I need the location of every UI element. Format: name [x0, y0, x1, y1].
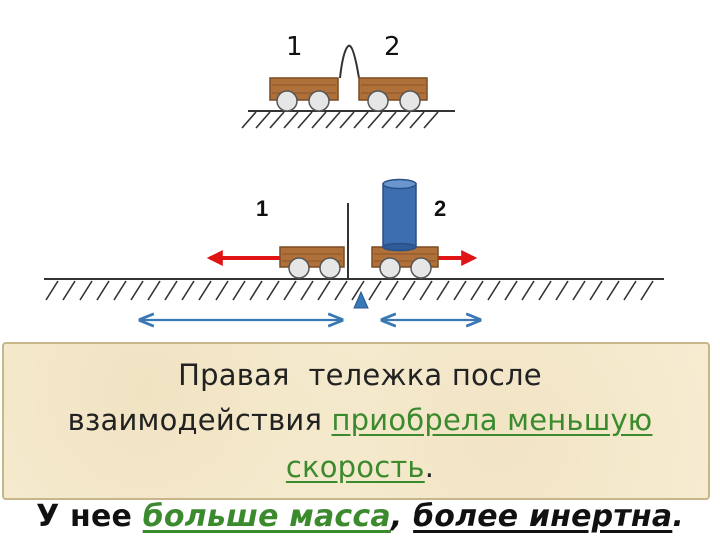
- bottom-cart-2-wheel: [410, 257, 432, 279]
- top-ground-hatching: [241, 111, 439, 129]
- line4-start: У нее: [36, 499, 143, 534]
- line4-highlight: больше масса: [142, 499, 391, 534]
- line2-highlight: приобрела меньшую: [331, 403, 653, 437]
- explanation-box: [2, 342, 710, 500]
- bottom-cart-2-wheel: [379, 257, 401, 279]
- line4-comma: ,: [390, 499, 414, 534]
- bottom-cart-2: [371, 246, 439, 279]
- top-cart-2-wheel: [399, 90, 421, 112]
- top-diagram: [241, 44, 455, 129]
- top-cart-1: [269, 77, 339, 112]
- line3-highlight: скорость: [285, 450, 425, 484]
- bottom-ground-hatching: [45, 280, 654, 301]
- bottom-cart-1: [279, 246, 345, 279]
- line3-end: .: [424, 450, 435, 484]
- top-cart-1-wheel: [276, 90, 298, 112]
- compressed-spring: [339, 44, 360, 79]
- top-cart-2-label: 2: [384, 32, 401, 62]
- bottom-cart-2-label: 2: [434, 196, 447, 221]
- top-cart-2: [358, 77, 428, 112]
- bottom-cart-1-label: 1: [256, 196, 269, 221]
- pivot-triangle: [353, 290, 369, 309]
- explanation-line-1: Правая тележка после: [0, 358, 720, 392]
- line4-italic: более инертна: [413, 499, 673, 534]
- top-cart-1-wheel: [308, 90, 330, 112]
- top-cart-1-label: 1: [286, 32, 303, 62]
- explanation-line-2: взаимодействия приобрела меньшую: [0, 403, 720, 437]
- bottom-cart-1-wheel: [288, 257, 310, 279]
- conclusion-line: У нее больше масса, более инертна.: [0, 499, 720, 534]
- line1-text: Правая тележка после: [178, 358, 542, 392]
- explanation-line-3: скорость.: [0, 450, 720, 484]
- bottom-cart-1-wheel: [319, 257, 341, 279]
- cylinder-weight: [382, 178, 417, 252]
- line4-end: .: [672, 499, 684, 534]
- line2-plain: взаимодействия: [67, 403, 332, 437]
- bottom-diagram: [44, 178, 664, 321]
- top-cart-2-wheel: [367, 90, 389, 112]
